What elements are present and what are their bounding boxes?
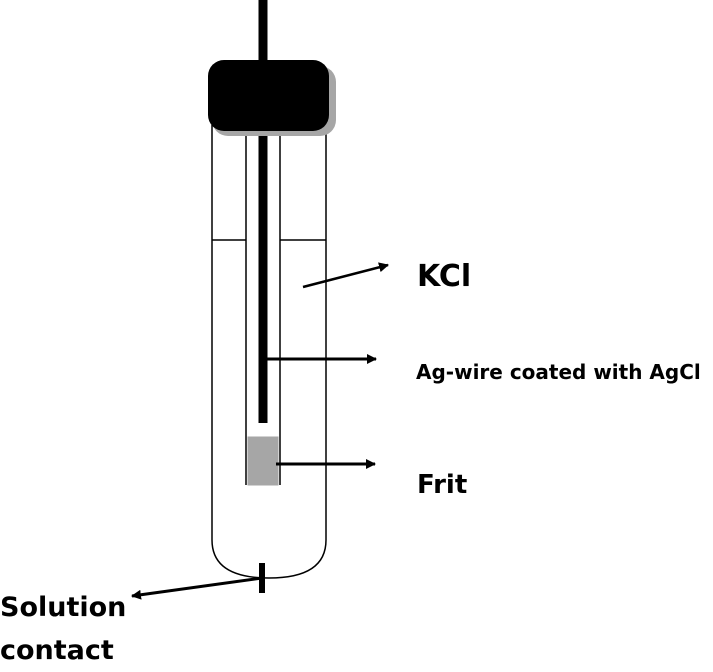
cap xyxy=(208,60,329,131)
kcl-arrow xyxy=(302,262,389,289)
ag-wire-label: Ag-wire coated with AgCl xyxy=(416,360,701,384)
solution-arrow xyxy=(131,576,263,600)
solution-label-line1: Solution xyxy=(0,592,127,623)
outer-tube xyxy=(211,125,327,579)
frit xyxy=(247,436,279,486)
solution-contact-label: Solution contact xyxy=(0,586,160,672)
frit-label: Frit xyxy=(417,470,468,500)
kcl-label: KCl xyxy=(417,259,472,294)
solution-label-line2: contact xyxy=(0,635,114,666)
